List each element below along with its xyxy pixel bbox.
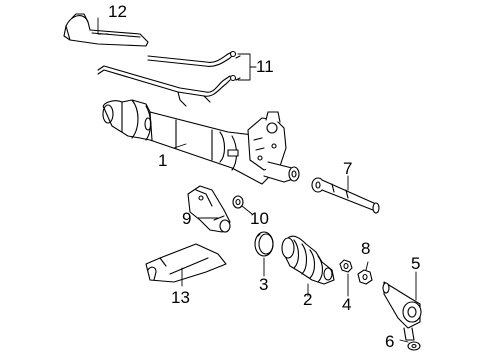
callout-7: 7 — [343, 159, 353, 178]
washer-part — [232, 195, 244, 209]
heat-shield-part — [63, 13, 149, 47]
callout-10: 10 — [250, 209, 269, 228]
callout-12: 12 — [108, 2, 127, 21]
castle-nut-part — [407, 341, 421, 351]
leader-1 — [173, 143, 187, 149]
leader-10 — [241, 205, 253, 215]
leader-11 — [237, 53, 251, 81]
leader-8 — [365, 261, 369, 271]
hex-nut-part — [357, 269, 373, 285]
leader-lines — [97, 17, 417, 343]
callout-2: 2 — [303, 290, 313, 309]
boot-clamp-part — [254, 231, 274, 257]
jam-nut-part — [339, 259, 353, 273]
callout-13: 13 — [171, 288, 190, 307]
bellows-boot-part — [281, 235, 335, 285]
callout-9: 9 — [182, 209, 192, 228]
callout-8: 8 — [361, 239, 371, 258]
hydraulic-lines-part — [97, 50, 241, 107]
callout-4: 4 — [342, 295, 352, 314]
lower-shield-part — [145, 243, 227, 283]
mount-bracket-part — [187, 185, 231, 233]
leader-12 — [97, 17, 109, 35]
rack-housing-part — [102, 99, 300, 185]
leader-6 — [399, 339, 409, 343]
tie-rod-end-part — [382, 281, 422, 341]
callout-11: 11 — [256, 57, 274, 76]
callout-3: 3 — [259, 275, 269, 294]
inner-tie-rod-part — [311, 177, 380, 214]
callout-6: 6 — [385, 332, 395, 351]
callout-5: 5 — [411, 254, 421, 273]
callout-1: 1 — [158, 151, 168, 170]
